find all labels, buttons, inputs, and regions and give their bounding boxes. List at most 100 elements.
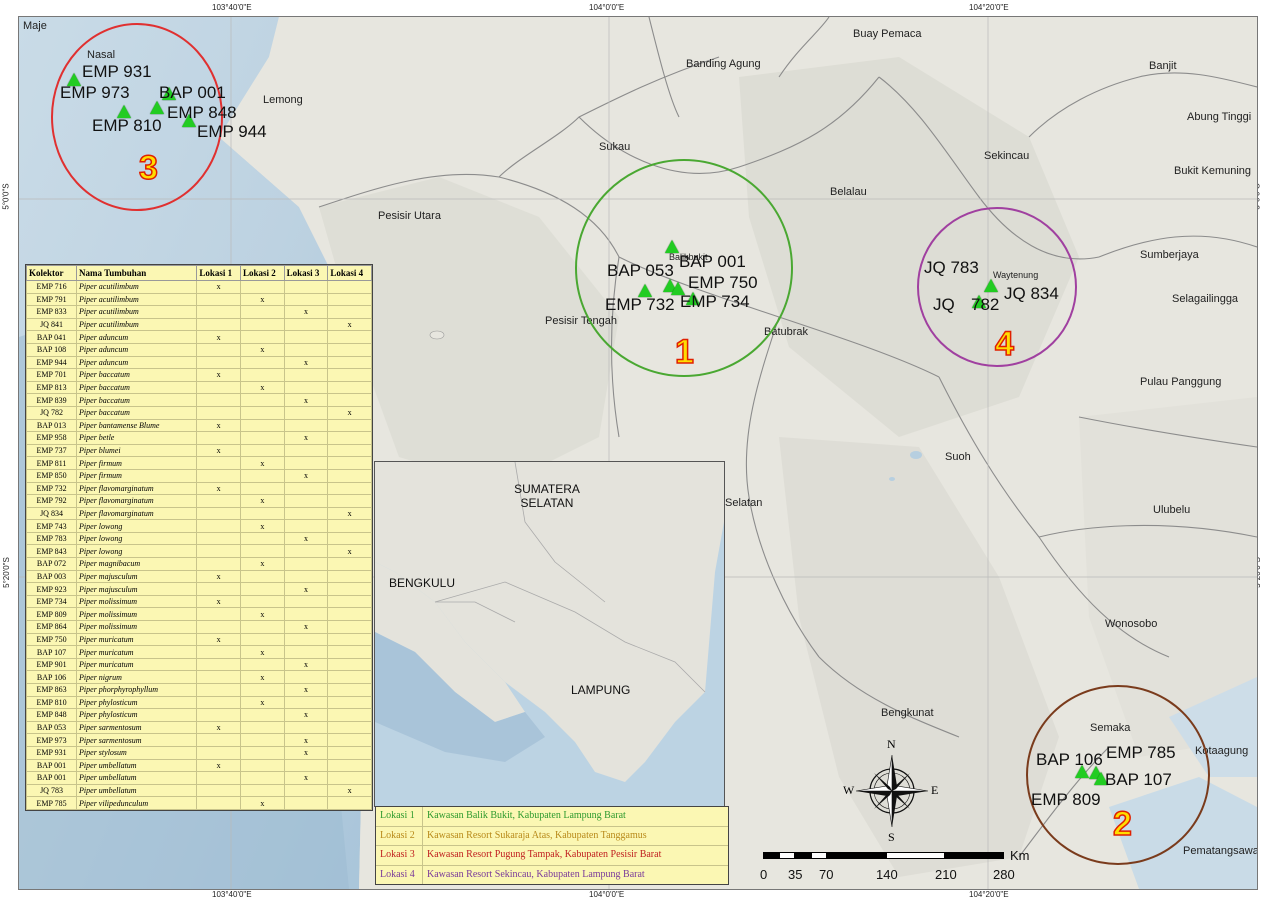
cell-nama-tumbuhan: Piper firmum: [76, 468, 198, 483]
cell-lokasi: [240, 531, 285, 546]
cell-kolektor: EMP 843: [25, 544, 78, 559]
cell-nama-tumbuhan: Piper sarmentosum: [76, 720, 198, 735]
cell-lokasi: x: [283, 582, 329, 596]
cell-nama-tumbuhan: Piper nigrum: [76, 670, 198, 684]
cell-lokasi: x: [283, 733, 329, 747]
scale-tick: 140: [876, 867, 898, 882]
col-lokasi-2: Lokasi 2: [240, 265, 285, 281]
cell-lokasi: [327, 645, 372, 659]
site-marker[interactable]: [182, 114, 196, 127]
cell-lokasi: [327, 594, 372, 609]
col-nama-tumbuhan: Nama Tumbuhan: [76, 265, 198, 281]
scale-seg: [945, 852, 1004, 859]
col-lokasi-4: Lokasi 4: [327, 265, 372, 281]
place-selatan: Selatan: [725, 497, 763, 509]
cell-kolektor: JQ 782: [25, 405, 78, 420]
place-sekincau: Sekincau: [984, 150, 1030, 162]
cell-nama-tumbuhan: Piper vilipedunculum: [76, 796, 198, 810]
scale-tick: 280: [993, 867, 1015, 882]
cell-lokasi: x: [196, 443, 241, 458]
site-marker[interactable]: [1075, 765, 1089, 778]
cell-lokasi: [327, 720, 372, 735]
cell-lokasi: x: [196, 758, 241, 773]
cell-lokasi: [283, 632, 329, 647]
cell-lokasi: [327, 330, 372, 344]
cell-nama-tumbuhan: Piper umbellatum: [76, 771, 198, 785]
cell-nama-tumbuhan: Piper phylosticum: [76, 708, 198, 722]
cell-nama-tumbuhan: Piper aduncum: [76, 355, 198, 370]
cell-nama-tumbuhan: Piper molissimum: [76, 594, 198, 609]
place-sukau: Sukau: [599, 141, 631, 153]
inset-map[interactable]: SUMATERA SELATAN BENGKULU LAMPUNG: [374, 461, 725, 807]
cell-lokasi: x: [196, 594, 241, 609]
site-marker[interactable]: [638, 284, 652, 297]
specimen-table: Kolektor Nama Tumbuhan Lokasi 1 Lokasi 2…: [25, 264, 373, 811]
site-marker[interactable]: [117, 105, 131, 118]
site-label: EMP 848: [167, 103, 237, 122]
cell-lokasi: [196, 745, 241, 760]
cell-kolektor: EMP 813: [25, 380, 78, 395]
cell-nama-tumbuhan: Piper lowong: [76, 531, 198, 546]
place-wonosobo: Wonosobo: [1105, 618, 1158, 630]
site-marker[interactable]: [150, 101, 164, 114]
cell-nama-tumbuhan: Piper firmum: [76, 456, 198, 470]
cell-lokasi: x: [196, 481, 241, 496]
cell-lokasi: [327, 280, 372, 294]
cell-lokasi: [196, 393, 241, 407]
site-marker[interactable]: [162, 87, 176, 100]
cell-lokasi: [327, 494, 372, 508]
site-marker[interactable]: [984, 279, 998, 292]
cell-lokasi: x: [283, 657, 329, 672]
site-marker[interactable]: [665, 240, 679, 253]
cell-lokasi: [196, 783, 241, 798]
cell-lokasi: x: [240, 380, 285, 395]
cell-nama-tumbuhan: Piper baccatum: [76, 393, 198, 407]
cell-lokasi: [240, 280, 285, 294]
location-1-number: 1: [674, 333, 694, 371]
map-canvas[interactable]: Maje Nasal Lemong Buay Pemaca Banding Ag…: [18, 16, 1258, 890]
cell-kolektor: BAP 108: [25, 342, 78, 357]
location-3-ring[interactable]: [51, 23, 223, 211]
coord-left-2: 5°20'0"S: [1, 557, 11, 588]
cell-lokasi: [327, 557, 372, 571]
location-1-ring[interactable]: [575, 159, 793, 377]
site-label: BAP 001: [679, 252, 746, 271]
place-buay-pemaca: Buay Pemaca: [853, 28, 922, 40]
cell-lokasi: [240, 431, 285, 445]
cell-lokasi: [283, 368, 329, 382]
cell-lokasi: [240, 620, 285, 634]
site-label: EMP 944: [197, 122, 267, 141]
cell-lokasi: [240, 544, 285, 559]
location-4-ring[interactable]: [917, 207, 1077, 367]
cell-lokasi: [196, 468, 241, 483]
coord-left-1: 5°0'0"S: [1, 183, 11, 210]
site-marker[interactable]: [671, 282, 685, 295]
cell-lokasi: x: [196, 720, 241, 735]
site-marker[interactable]: [67, 73, 81, 86]
cell-lokasi: x: [240, 607, 285, 622]
location-2-ring[interactable]: [1026, 685, 1210, 865]
cell-lokasi: [196, 519, 241, 533]
site-marker[interactable]: [1094, 772, 1108, 785]
site-marker[interactable]: [686, 292, 700, 305]
cell-lokasi: [283, 506, 329, 521]
cell-lokasi: [327, 456, 372, 470]
cell-lokasi: [283, 456, 329, 470]
compass-s: S: [888, 830, 895, 844]
site-label: EMP 973: [60, 83, 130, 102]
site-marker[interactable]: [972, 295, 986, 308]
cell-kolektor: EMP 931: [25, 745, 78, 760]
col-lokasi-1: Lokasi 1: [196, 265, 241, 281]
place-pematangsawa: Pematangsawa: [1183, 845, 1258, 857]
cell-nama-tumbuhan: Piper sarmentosum: [76, 733, 198, 747]
